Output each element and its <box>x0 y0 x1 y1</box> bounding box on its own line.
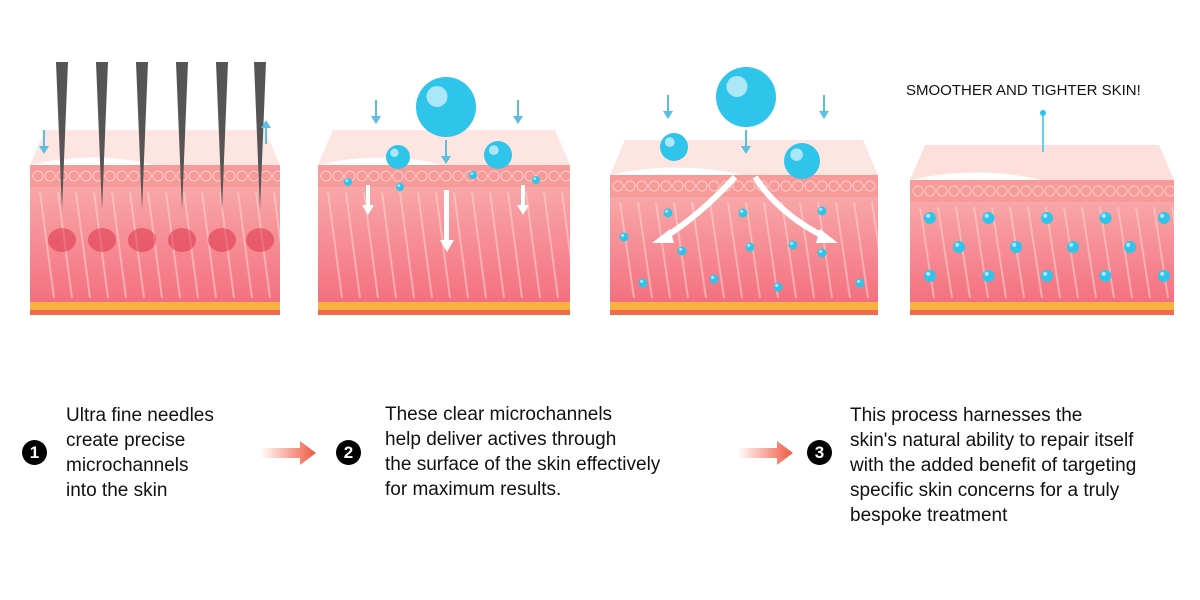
step-1-text: Ultra fine needles create precise microc… <box>66 403 214 503</box>
caption-line: bespoke treatment <box>850 505 1008 526</box>
needle-icon <box>254 62 266 210</box>
serum-droplet-icon <box>532 176 540 184</box>
epidermis-layer <box>318 165 570 187</box>
step-number-3: 3 <box>807 440 832 465</box>
needle-icon <box>216 62 228 210</box>
needle-icon <box>176 62 188 210</box>
caption-line: These clear microchannels <box>385 404 613 425</box>
arrow-up-icon <box>261 120 271 144</box>
epidermis-layer <box>610 175 878 197</box>
serum-droplet-icon <box>773 282 783 292</box>
arrow-down-icon <box>819 95 829 119</box>
serum-droplet-icon <box>469 171 477 179</box>
needle-icon <box>136 62 148 210</box>
caption-line: skin's natural ability to repair itself <box>850 430 1134 451</box>
serum-droplet-icon <box>396 183 404 191</box>
serum-droplet-icon <box>784 143 820 179</box>
step-2-text: These clear microchannels help deliver a… <box>385 402 660 502</box>
serum-droplet-icon <box>484 141 512 169</box>
serum-droplet-icon <box>663 208 673 218</box>
skin-surface <box>30 130 280 173</box>
curved-arrow-icon <box>663 174 738 240</box>
serum-droplet-icon <box>924 270 936 282</box>
serum-droplet-icon <box>738 208 748 218</box>
arrow-down-icon <box>440 190 454 252</box>
serum-droplet-icon <box>1158 212 1170 224</box>
serum-droplet-icon <box>660 133 688 161</box>
caption-line: microchannels <box>66 455 189 476</box>
step-number-2: 2 <box>336 440 361 465</box>
serum-droplet-icon <box>344 178 352 186</box>
needle-icon <box>56 62 68 210</box>
step-3-text: This process harnesses the skin's natura… <box>850 403 1136 528</box>
caption-line: for maximum results. <box>385 479 562 500</box>
curved-arrow-icon <box>752 175 827 240</box>
serum-droplet-icon <box>1124 241 1136 253</box>
serum-droplet-icon <box>817 248 827 258</box>
epidermis-layer <box>910 180 1174 202</box>
caption-line: with the added benefit of targeting <box>850 455 1137 476</box>
serum-droplet-icon <box>1041 212 1053 224</box>
needle-icon <box>96 62 108 210</box>
serum-droplet-icon <box>1158 270 1170 282</box>
arrow-right-icon <box>260 441 316 465</box>
illustration-needling <box>30 60 289 325</box>
serum-droplet-icon <box>1099 270 1112 282</box>
serum-droplet-icon <box>855 278 865 288</box>
serum-droplet-icon <box>386 145 410 169</box>
smoother-skin-label: SMOOTHER AND TIGHTER SKIN! <box>906 82 1141 99</box>
caption-line: the surface of the skin effectively <box>385 454 661 475</box>
step-number-1: 1 <box>22 440 47 465</box>
serum-droplet-icon <box>817 206 827 216</box>
serum-droplet-icon <box>924 212 936 224</box>
caption-line: specific skin concerns for a truly <box>850 480 1120 501</box>
arrow-down-icon <box>39 130 49 154</box>
serum-droplet-icon <box>416 77 476 137</box>
illustration-smoother-skin <box>910 110 1187 325</box>
arrow-down-icon <box>741 130 751 154</box>
serum-droplet-icon <box>953 241 965 253</box>
serum-droplet-icon <box>619 232 629 242</box>
caption-line: Ultra fine needles <box>66 405 214 426</box>
serum-droplet-icon <box>716 67 776 127</box>
serum-droplet-icon <box>709 274 719 284</box>
arrow-down-icon <box>371 100 381 124</box>
caption-line: into the skin <box>66 480 168 501</box>
serum-droplet-icon <box>1099 212 1112 224</box>
arrow-right-icon <box>737 441 793 465</box>
arrow-down-icon <box>513 100 523 124</box>
serum-droplet-icon <box>982 270 995 282</box>
illustration-serum-absorption <box>610 65 887 325</box>
serum-droplet-icon <box>745 242 755 252</box>
fat-layer <box>610 302 878 310</box>
arrow-down-icon <box>663 95 673 119</box>
caption-line: This process harnesses the <box>850 405 1083 426</box>
serum-droplet-icon <box>982 212 995 224</box>
serum-droplet-icon <box>788 240 798 250</box>
fat-layer <box>910 302 1174 310</box>
serum-droplet-icon <box>1041 270 1053 282</box>
skin-surface <box>910 145 1174 188</box>
arrow-down-icon <box>441 140 451 164</box>
serum-droplet-icon <box>1010 241 1022 253</box>
serum-droplet-icon <box>638 278 648 288</box>
fat-layer <box>30 302 280 310</box>
serum-droplet-icon <box>1067 241 1079 253</box>
fat-layer <box>318 302 570 310</box>
caption-line: help deliver actives through <box>385 429 617 450</box>
illustration-serum-application <box>318 75 577 325</box>
serum-droplet-icon <box>677 246 687 256</box>
caption-line: create precise <box>66 430 186 451</box>
